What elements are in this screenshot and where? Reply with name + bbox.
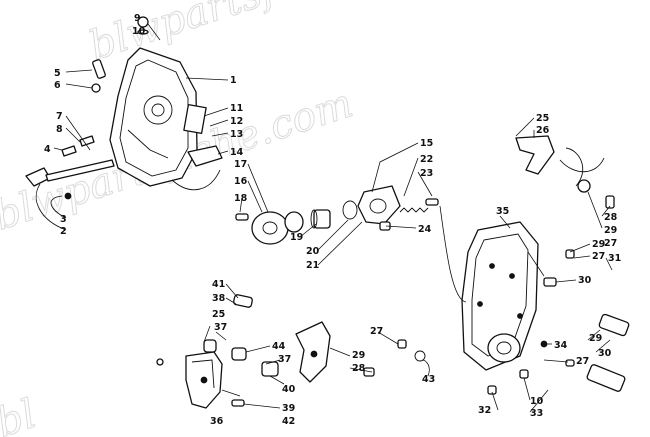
callout-36: 36 (210, 416, 224, 427)
callout-32: 32 (478, 405, 491, 416)
callout-40: 40 (282, 384, 296, 395)
callout-5: 5 (54, 68, 61, 79)
callout-42: 42 (282, 416, 295, 427)
callout-19: 19 (290, 232, 303, 243)
dipstick-shaft (25, 159, 115, 200)
plug-9 (137, 16, 149, 35)
bracket-plate (183, 103, 207, 135)
callout-33: 33 (530, 408, 543, 419)
callout-14: 14 (230, 147, 244, 158)
callout-29-bottom: 29 (352, 350, 365, 361)
leader-lines (35, 23, 613, 413)
callout-44: 44 (272, 341, 286, 352)
chaincase-housing (109, 47, 221, 191)
callout-12: 12 (230, 116, 243, 127)
callout-6: 6 (54, 80, 61, 91)
callout-26: 26 (536, 125, 550, 136)
studs-4-7 (61, 135, 95, 157)
ring-20 (342, 200, 358, 220)
callout-27-mid: 27 (592, 251, 605, 262)
callout-7: 7 (56, 111, 63, 122)
mount-bracket-36 (185, 351, 223, 409)
callout-37-left: 37 (214, 322, 227, 333)
callout-39: 39 (282, 403, 295, 414)
callout-25-bottom: 25 (212, 309, 225, 320)
callout-21: 21 (306, 260, 319, 271)
callout-3: 3 (60, 214, 67, 225)
callout-35: 35 (496, 206, 509, 217)
callout-13: 13 (230, 129, 243, 140)
callout-30-mid: 30 (578, 275, 592, 286)
callout-24: 24 (418, 224, 432, 235)
callout-37-right: 37 (278, 354, 291, 365)
callout-9: 9 (134, 13, 141, 24)
callout-15: 15 (420, 138, 433, 149)
bolt-5 (91, 59, 106, 93)
callout-29-top: 29 (604, 225, 617, 236)
bushing-19 (310, 209, 331, 229)
shaft-41 (203, 294, 279, 377)
callout-27-top: 27 (604, 238, 617, 249)
bolts-bottom (156, 339, 426, 407)
callout-8: 8 (56, 124, 63, 135)
callout-11: 11 (230, 103, 243, 114)
callout-41: 41 (212, 279, 225, 290)
callouts: 9 10 5 6 1 11 12 13 14 7 8 4 3 2 15 22 2… (44, 13, 621, 427)
tensioner-disc (251, 211, 304, 245)
callout-25-top: 25 (536, 113, 549, 124)
tensioner-bolt-18 (235, 213, 249, 221)
housing-15 (357, 185, 401, 225)
callout-4: 4 (44, 144, 51, 155)
callout-10: 10 (132, 26, 146, 37)
bracket-43 (295, 321, 331, 383)
callout-29-right: 29 (589, 333, 602, 344)
callout-27-bottom: 27 (370, 326, 383, 337)
callout-22: 22 (420, 154, 433, 165)
clip-14 (187, 145, 223, 167)
callout-18: 18 (234, 193, 248, 204)
guard-bracket (515, 135, 615, 209)
spring-23 (399, 198, 439, 213)
callout-27-right: 27 (576, 356, 589, 367)
callout-16: 16 (234, 176, 248, 187)
callout-28-top: 28 (604, 212, 618, 223)
callout-43: 43 (422, 374, 435, 385)
watermark-fragment: bl (0, 391, 42, 437)
callout-1: 1 (230, 75, 237, 86)
gearcase-body (461, 221, 539, 371)
callout-17: 17 (234, 159, 247, 170)
callout-23: 23 (420, 168, 433, 179)
callout-34: 34 (554, 340, 568, 351)
callout-20: 20 (306, 246, 320, 257)
callout-29-mid: 29 (592, 239, 605, 250)
callout-2: 2 (60, 226, 67, 237)
callout-30-right: 30 (598, 348, 612, 359)
shaft-right (586, 313, 630, 392)
callout-28-bottom: 28 (352, 363, 366, 374)
callout-38: 38 (212, 293, 226, 304)
callout-10-bottom: 10 (530, 396, 544, 407)
callout-31: 31 (608, 253, 621, 264)
